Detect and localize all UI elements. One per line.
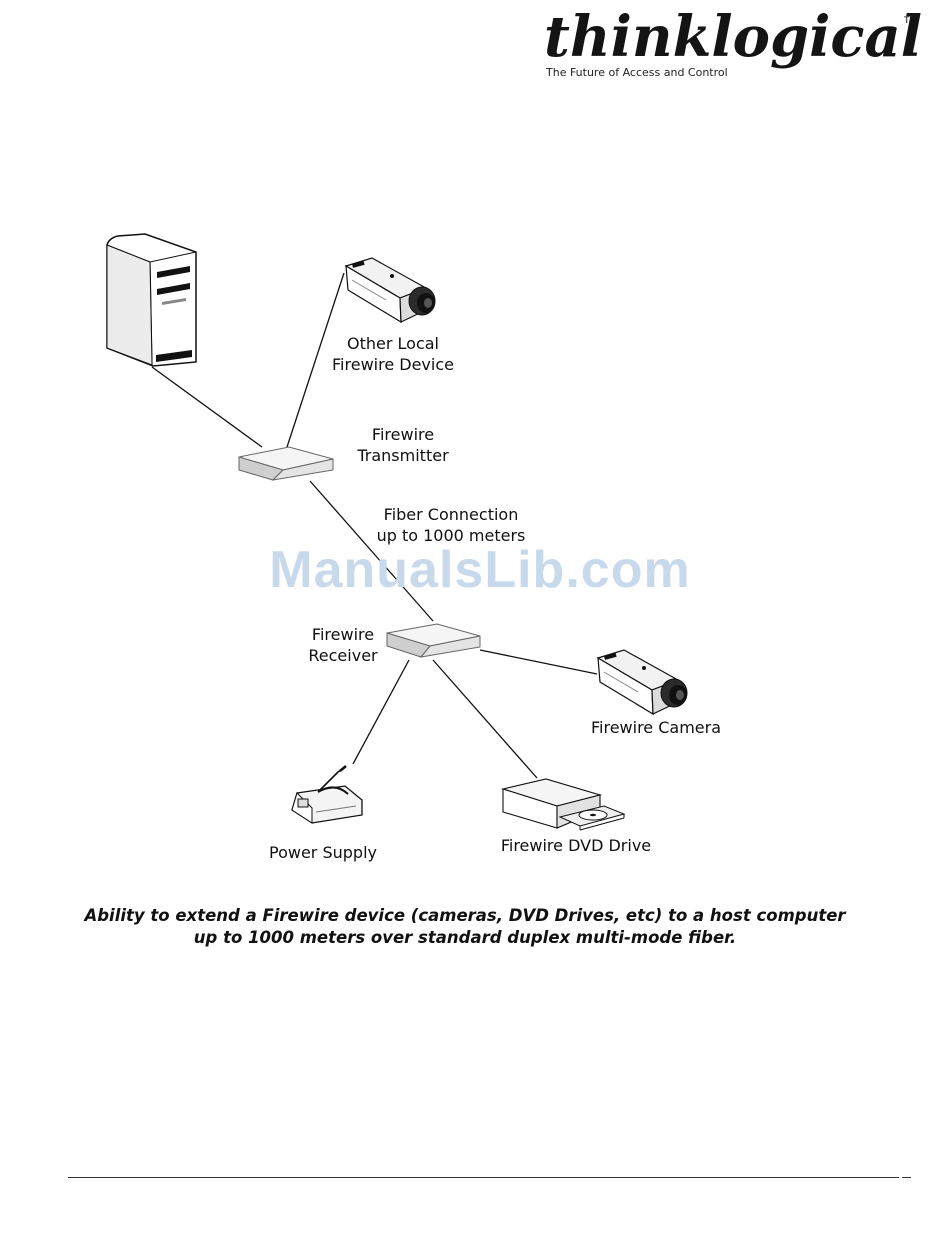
label-firewire-transmitter: Firewire Transmitter <box>338 424 468 466</box>
line-computer-to-transmitter <box>151 366 263 448</box>
label-fiber-line1: Fiber Connection <box>383 505 519 524</box>
footer-divider-tail <box>902 1177 911 1178</box>
line-receiver-to-camera <box>479 649 598 675</box>
label-receiver-line1: Firewire <box>311 625 375 644</box>
transmitter-box-icon <box>238 446 334 481</box>
logo-tagline: The Future of Access and Control <box>546 66 728 79</box>
watermark: ManualsLib.com <box>269 541 691 599</box>
label-receiver-line2: Receiver <box>308 646 378 665</box>
label-transmitter-line1: Firewire <box>371 425 435 444</box>
caption-line2: up to 1000 meters over standard duplex m… <box>193 928 737 947</box>
firewire-camera-icon <box>596 649 688 716</box>
camera-icon <box>344 257 436 324</box>
label-other-device-line1: Other Local <box>347 334 439 353</box>
label-dvd-drive: Firewire DVD Drive <box>500 836 652 855</box>
label-fiber-connection: Fiber Connection up to 1000 meters <box>366 504 536 546</box>
line-receiver-to-power-supply <box>352 659 410 765</box>
figure-caption: Ability to extend a Firewire device (cam… <box>40 905 890 949</box>
logo-wordmark: thinklogical <box>544 4 923 70</box>
label-other-device-line2: Firewire Device <box>332 355 454 374</box>
label-power-supply: Power Supply <box>269 843 377 862</box>
caption-line1: Ability to extend a Firewire device (cam… <box>84 906 846 925</box>
label-firewire-camera: Firewire Camera <box>590 718 722 737</box>
power-supply-icon <box>291 765 363 824</box>
line-transmitter-to-local-device <box>286 272 345 448</box>
dvd-drive-icon <box>500 778 626 831</box>
label-other-local-device: Other Local Firewire Device <box>318 333 468 375</box>
footer-divider <box>68 1177 899 1178</box>
line-receiver-to-dvd <box>432 659 538 779</box>
logo-trademark: TM <box>904 16 918 26</box>
label-fiber-line2: up to 1000 meters <box>376 526 526 545</box>
label-transmitter-line2: Transmitter <box>357 446 449 465</box>
label-firewire-receiver: Firewire Receiver <box>298 624 388 666</box>
line-fiber-connection <box>309 480 434 622</box>
host-computer-icon <box>106 233 197 367</box>
receiver-box-icon <box>386 623 481 658</box>
thinklogical-logo: thinklogical TM The Future of Access and… <box>540 4 930 82</box>
connection-lines <box>151 272 598 779</box>
